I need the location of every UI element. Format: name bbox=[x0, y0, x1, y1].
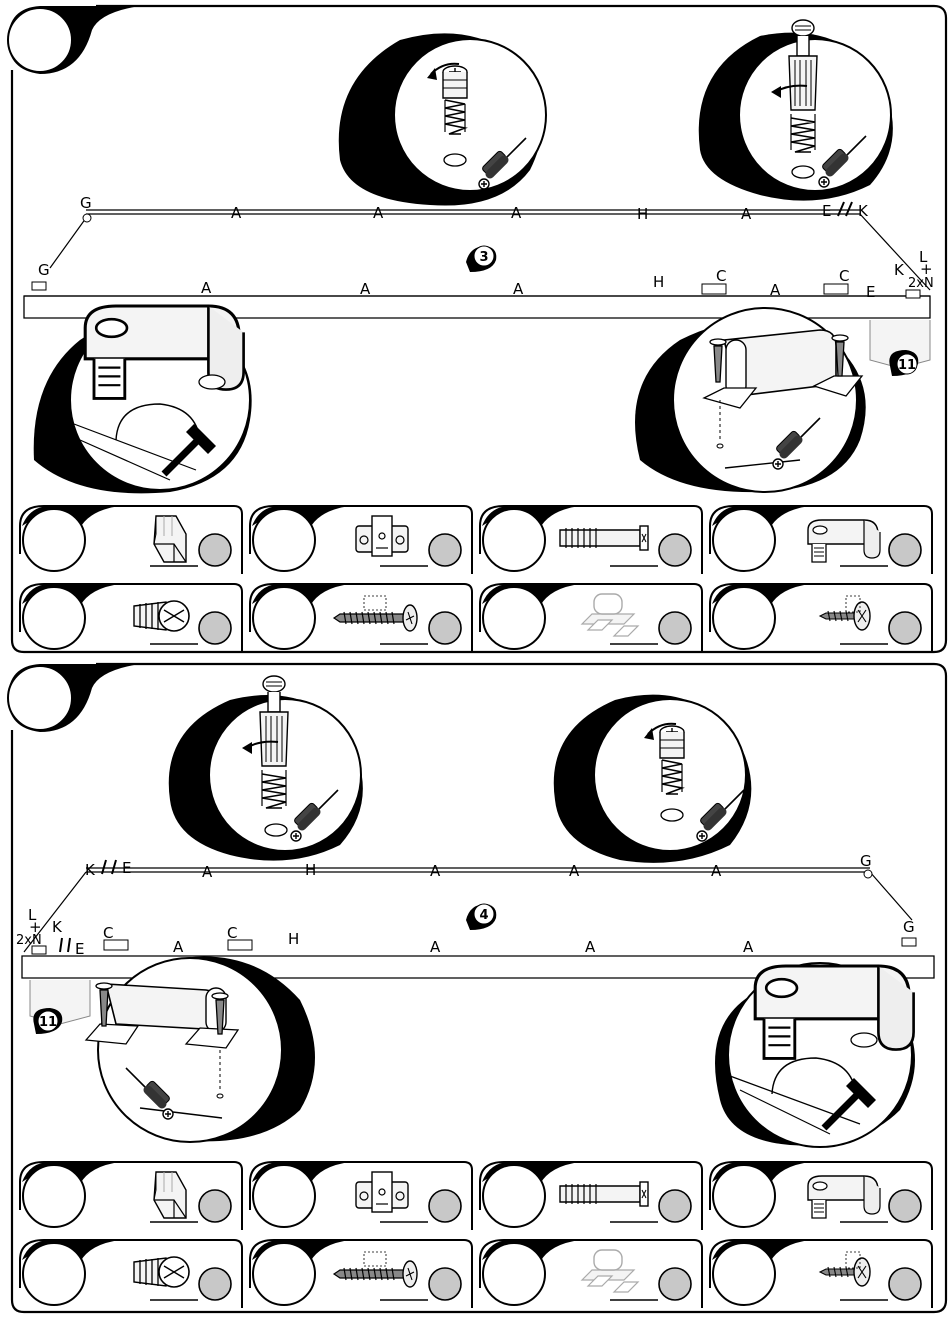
label-k: K bbox=[894, 261, 905, 279]
part-tile-cam bbox=[20, 584, 242, 652]
detail-bubble-bracket bbox=[635, 308, 866, 492]
part-tile-cam-lock bbox=[710, 1162, 932, 1230]
label-h: H bbox=[288, 930, 299, 948]
part-tile-hinge-plate bbox=[250, 506, 472, 574]
part-tile-cam bbox=[20, 1240, 242, 1308]
part-tile-wood-screw bbox=[250, 1240, 472, 1308]
label-a: A bbox=[173, 938, 184, 956]
label-h: H bbox=[305, 861, 316, 879]
part-tile-connector-bolt bbox=[480, 506, 702, 574]
label-a: A bbox=[511, 204, 522, 222]
label-g: G bbox=[903, 918, 915, 936]
label-g: G bbox=[38, 261, 50, 279]
label-a: A bbox=[569, 862, 580, 880]
label-c: C bbox=[103, 924, 113, 942]
step-4-back-labels: K E A H A A A G bbox=[85, 852, 872, 881]
label-c: C bbox=[227, 924, 237, 942]
part-tile-connector-bolt bbox=[480, 1162, 702, 1230]
step-3-ref-number: 11 bbox=[898, 358, 916, 373]
back-rail-4 bbox=[24, 868, 912, 952]
label-a: A bbox=[711, 862, 722, 880]
part-tile-hinge-plate bbox=[250, 1162, 472, 1230]
step-3-parts bbox=[20, 506, 932, 652]
detail-bubble-cam-screw-3 bbox=[169, 676, 363, 861]
label-h: H bbox=[637, 205, 648, 223]
detail-bubble-cam-screw-2 bbox=[699, 20, 893, 201]
label-k: K bbox=[858, 202, 869, 220]
part-tile-dowel bbox=[20, 506, 242, 574]
part-tile-dowel bbox=[20, 1162, 242, 1230]
step-4-badge: 4 bbox=[466, 904, 496, 930]
label-a: A bbox=[585, 938, 596, 956]
label-a: A bbox=[741, 205, 752, 223]
label-k: K bbox=[52, 918, 63, 936]
part-tile-small-screw bbox=[710, 1240, 932, 1308]
label-c: C bbox=[839, 267, 849, 285]
label-e: E bbox=[822, 202, 831, 220]
label-g: G bbox=[80, 194, 92, 212]
detail-bubble-cam-screw-1 bbox=[339, 33, 546, 205]
step-4-number: 4 bbox=[479, 908, 488, 923]
label-a: A bbox=[360, 280, 371, 298]
step-4-ref-number: 11 bbox=[39, 1015, 57, 1030]
label-a: A bbox=[201, 279, 212, 297]
label-a: A bbox=[430, 938, 441, 956]
label-c: C bbox=[716, 267, 726, 285]
label-a: A bbox=[231, 204, 242, 222]
step-3-ref-badge: 11 bbox=[889, 350, 918, 376]
detail-bubble-cam-screw-4 bbox=[554, 695, 752, 863]
label-g: G bbox=[860, 852, 872, 870]
label-e: E bbox=[75, 940, 84, 958]
label-a: A bbox=[202, 863, 213, 881]
part-tile-cam-lock bbox=[710, 506, 932, 574]
detail-bubble-cam-lock-4 bbox=[715, 963, 915, 1147]
label-h: H bbox=[653, 273, 664, 291]
step-3-number: 3 bbox=[479, 250, 488, 265]
label-e: E bbox=[122, 859, 131, 877]
part-tile-small-screw bbox=[710, 584, 932, 652]
label-a: A bbox=[743, 938, 754, 956]
label-a: A bbox=[430, 862, 441, 880]
step-4-front-labels: L + 2xN K E C A C H A A A G bbox=[16, 906, 916, 958]
detail-bubble-bracket-4 bbox=[86, 956, 315, 1142]
step-4-panel: 4 11 K E A H A A A G L + 2xN K E C A C bbox=[8, 664, 946, 1312]
part-tile-bracket bbox=[480, 584, 702, 652]
label-2xn: 2xN bbox=[908, 276, 934, 291]
step-3-badge: 3 bbox=[466, 246, 496, 272]
label-a: A bbox=[770, 281, 781, 299]
step-3-panel: 3 11 G A A A H A E K G A A A H C A bbox=[8, 6, 946, 652]
step-4-parts bbox=[20, 1162, 932, 1308]
label-e: E bbox=[866, 283, 875, 301]
part-tile-wood-screw bbox=[250, 584, 472, 652]
label-a: A bbox=[513, 280, 524, 298]
step-4-ref-badge: 11 bbox=[33, 1008, 62, 1034]
label-k: K bbox=[85, 861, 96, 879]
label-a: A bbox=[373, 204, 384, 222]
part-tile-bracket bbox=[480, 1240, 702, 1308]
detail-bubble-cam-lock bbox=[34, 306, 252, 493]
